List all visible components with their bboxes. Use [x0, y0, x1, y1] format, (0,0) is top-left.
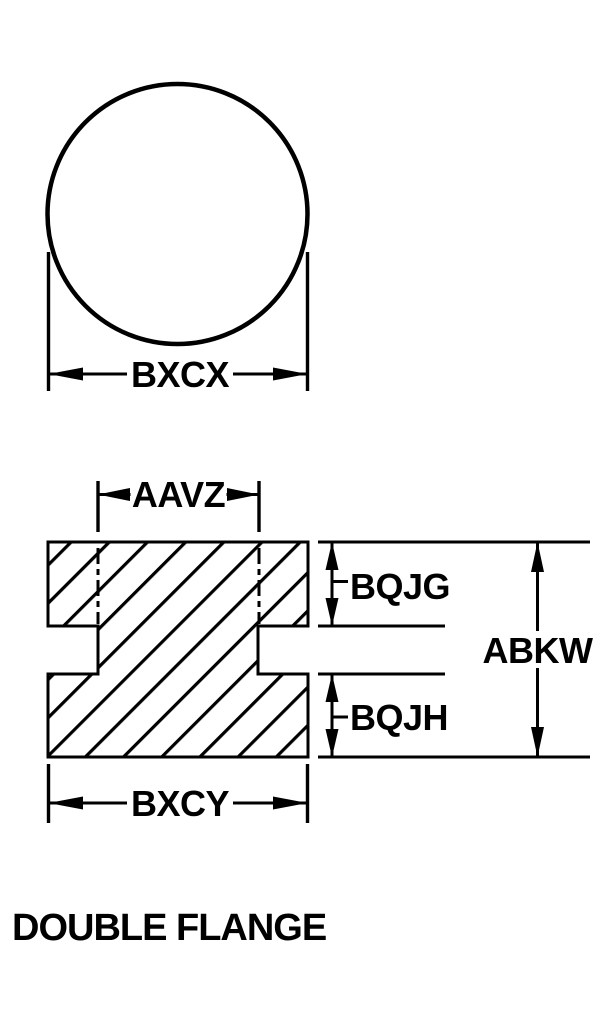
bxcy-label-backing [127, 786, 233, 820]
bxcy-arrowhead-left-icon [48, 796, 83, 810]
bxcx-label: BXCX [131, 354, 230, 395]
dimension-abkw: ABKW [480, 542, 596, 757]
bqjg-arrowhead-down-icon [325, 598, 339, 626]
abkw-arrowhead-up-icon [531, 542, 544, 572]
dimension-bxcx: BXCX [46, 252, 310, 395]
abkw-arrowhead-down-icon [531, 727, 544, 757]
bxcy-arrowhead-right-icon [273, 796, 308, 810]
aavz-arrowhead-left-icon [98, 488, 130, 501]
top-view: BXCX [45, 81, 310, 395]
dimension-bqjg: BQJG [325, 542, 451, 626]
aavz-label: AAVZ [132, 474, 225, 515]
bqjh-label: BQJH [350, 697, 448, 738]
bxcy-label: BXCY [131, 783, 230, 824]
dimension-aavz: AAVZ [96, 474, 261, 532]
dimension-bqjh: BQJH [325, 674, 449, 757]
bqjh-arrowhead-up-icon [325, 674, 339, 702]
drawing-title: DOUBLE FLANGE [12, 907, 326, 949]
cross-section-outline [46, 540, 310, 759]
bxcx-arrowhead-right-icon [273, 367, 308, 381]
aavz-arrowhead-right-icon [227, 488, 259, 501]
part-outline-circle [45, 81, 310, 347]
side-projection-lines [318, 540, 590, 759]
aavz-label-backing [130, 478, 227, 511]
dimension-bxcy: BXCY [46, 764, 310, 824]
bxcx-arrowhead-left-icon [48, 367, 83, 381]
bqjg-label: BQJG [350, 566, 450, 607]
abkw-label-backing [480, 631, 596, 668]
bqjg-arrowhead-up-icon [325, 542, 339, 570]
bqjh-arrowhead-down-icon [325, 729, 339, 757]
section-view: AAVZ BQJG BQJH [46, 474, 596, 824]
bxcx-label-backing [127, 357, 233, 391]
abkw-label: ABKW [483, 630, 593, 671]
